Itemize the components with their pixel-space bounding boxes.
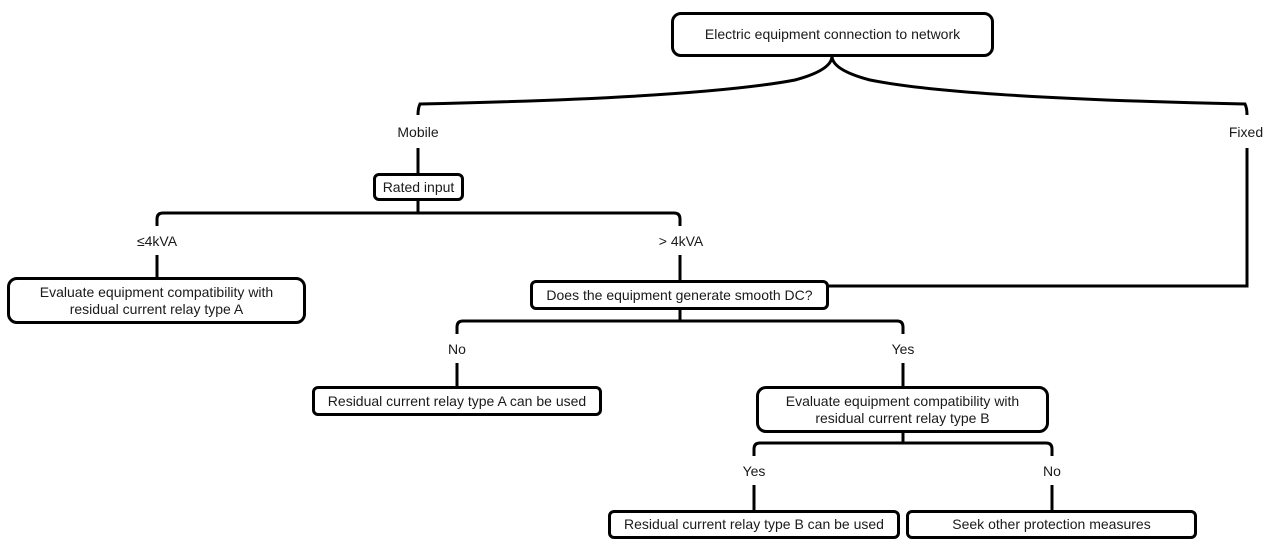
connector-fixed-to-dc [828,148,1249,288]
label-fixed: Fixed [1228,124,1264,141]
connector-rated-branch [155,211,682,226]
node-type-a-can-be-used: Residual current relay type A can be use… [312,386,602,416]
node-compat-type-a: Evaluate equipment compatibility with re… [7,277,306,324]
node-other-measures: Seek other protection measures [906,510,1197,539]
node-rated-input: Rated input [373,173,464,201]
connector-compatb-branch [752,441,1054,456]
label-no-1: No [448,341,466,358]
label-gt4kva: > 4kVA [658,233,704,250]
label-no-2: No [1043,463,1061,480]
label-le4kva: ≤4kVA [136,233,178,250]
label-yes-1: Yes [891,341,915,358]
node-smooth-dc-question: Does the equipment generate smooth DC? [530,280,829,310]
connector-root-to-fixed [830,55,1249,116]
node-type-b-can-be-used: Residual current relay type B can be use… [608,510,900,539]
node-compat-type-b: Evaluate equipment compatibility with re… [756,386,1049,433]
label-yes-2: Yes [742,463,766,480]
label-mobile: Mobile [397,124,439,141]
connector-root-split [416,55,834,116]
node-root: Electric equipment connection to network [671,12,994,57]
connector-dc-branch [455,319,905,334]
